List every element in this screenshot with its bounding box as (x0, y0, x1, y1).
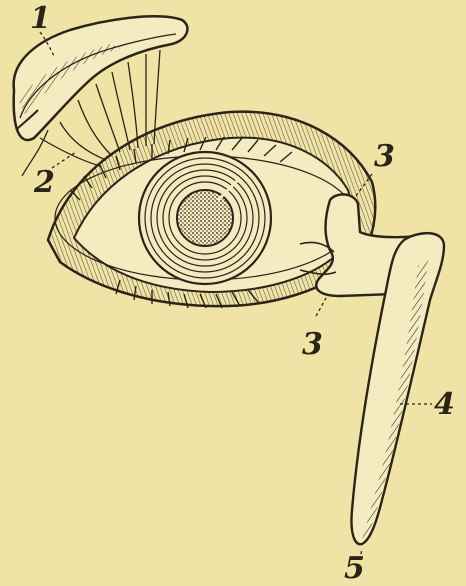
pupil (177, 190, 233, 246)
label-lacrimal-gland: 1 (30, 4, 51, 34)
label-lower-punctum: 3 (302, 330, 323, 360)
label-duct-opening: 5 (344, 554, 365, 584)
label-nasal-duct: 4 (434, 390, 455, 420)
label-upper-punctum: 3 (374, 142, 395, 172)
label-excretory-ducts: 2 (34, 168, 55, 198)
